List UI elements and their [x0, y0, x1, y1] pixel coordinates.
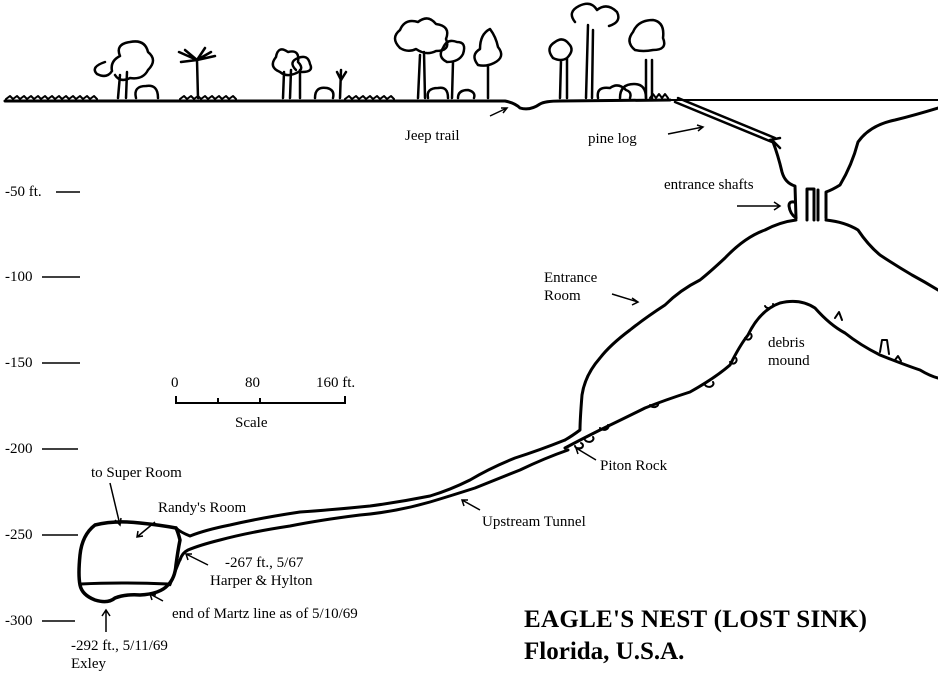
- ground-surface-line: [3, 98, 672, 111]
- shrub-2: [596, 82, 648, 100]
- label-piton-rock: Piton Rock: [600, 458, 668, 474]
- label-harper-names: Harper & Hylton: [210, 573, 313, 589]
- tree-2: [134, 84, 160, 100]
- grass-texture: [5, 93, 669, 100]
- label-debris-mound-line2: mound: [768, 353, 810, 369]
- arrow-entrance-shafts: [737, 201, 782, 211]
- sinkhole-left-wall: [771, 140, 798, 220]
- arrow-pine-log: [667, 124, 705, 135]
- label-randys-room: Randy's Room: [158, 500, 247, 516]
- label-pine-log: pine log: [588, 131, 637, 147]
- tree-4: [393, 17, 449, 100]
- scale-label-0: 0: [171, 375, 179, 391]
- shrub-1: [313, 68, 348, 100]
- trees: [93, 2, 666, 100]
- label-exley-name: Exley: [71, 656, 106, 672]
- label-entrance-shafts: entrance shafts: [664, 177, 754, 193]
- entrance-shaft-lip: [787, 200, 798, 220]
- label-martz-line: end of Martz line as of 5/10/69: [172, 606, 358, 622]
- depth-label-150: -150: [5, 355, 33, 371]
- diagram-title: EAGLE'S NEST (LOST SINK): [524, 606, 868, 633]
- depth-label-50: -50 ft.: [5, 184, 42, 200]
- depth-label-100: -100: [5, 269, 33, 285]
- scale-label-80: 80: [245, 375, 260, 391]
- diagram-subtitle: Florida, U.S.A.: [524, 638, 685, 665]
- pointer-arrows: [101, 107, 782, 632]
- scale-caption: Scale: [235, 415, 268, 431]
- arrow-harper: [184, 553, 209, 566]
- tree-6: [473, 27, 503, 100]
- label-exley-depth: -292 ft., 5/11/69: [71, 638, 168, 654]
- upstream-tunnel-ceiling: [174, 438, 567, 538]
- label-debris-mound-line1: debris: [768, 335, 805, 351]
- pine-log: [673, 96, 782, 150]
- label-jeep-trail: Jeep trail: [405, 128, 460, 144]
- arrow-martz: [148, 593, 164, 602]
- debris-rubble: [599, 303, 902, 431]
- label-harper-depth: -267 ft., 5/67: [225, 555, 304, 571]
- arrow-entrance-room: [611, 293, 640, 306]
- tree-1: [93, 40, 155, 100]
- entrance-room-right: [824, 218, 938, 292]
- entrance-room-ceiling: [563, 218, 798, 442]
- tree-8: [570, 2, 620, 100]
- upstream-tunnel-floor: [178, 448, 570, 562]
- debris-mound: [563, 299, 938, 450]
- randys-room-outline: [77, 520, 182, 604]
- depth-label-300: -300: [5, 613, 33, 629]
- palm-tree: [177, 46, 217, 100]
- depth-label-250: -250: [5, 527, 33, 543]
- entrance-shaft-1: [805, 187, 820, 222]
- arrow-piton-rock: [574, 447, 597, 461]
- randys-room-inner-wall: [168, 558, 182, 587]
- scale-bar: [175, 396, 346, 404]
- label-upstream-tunnel: Upstream Tunnel: [482, 514, 586, 530]
- tree-5: [439, 39, 466, 100]
- depth-label-200: -200: [5, 441, 33, 457]
- shrub-3: [426, 86, 476, 100]
- label-to-super-room: to Super Room: [91, 465, 182, 481]
- depth-axis: [42, 191, 80, 622]
- label-entrance-room-line2: Room: [544, 288, 581, 304]
- label-entrance-room-line1: Entrance: [544, 270, 598, 286]
- arrow-randys-room: [136, 521, 156, 538]
- tree-9: [628, 18, 666, 100]
- arrow-jeep-trail: [489, 107, 509, 117]
- sinkhole-right-wall: [824, 106, 938, 220]
- scale-label-160: 160 ft.: [316, 375, 356, 391]
- randys-room-floor-line: [79, 581, 170, 586]
- arrow-upstream-tunnel: [460, 499, 481, 511]
- tree-3: [271, 48, 313, 100]
- arrow-exley: [101, 608, 111, 632]
- tree-7: [548, 38, 573, 100]
- arrow-to-super-room: [109, 482, 122, 527]
